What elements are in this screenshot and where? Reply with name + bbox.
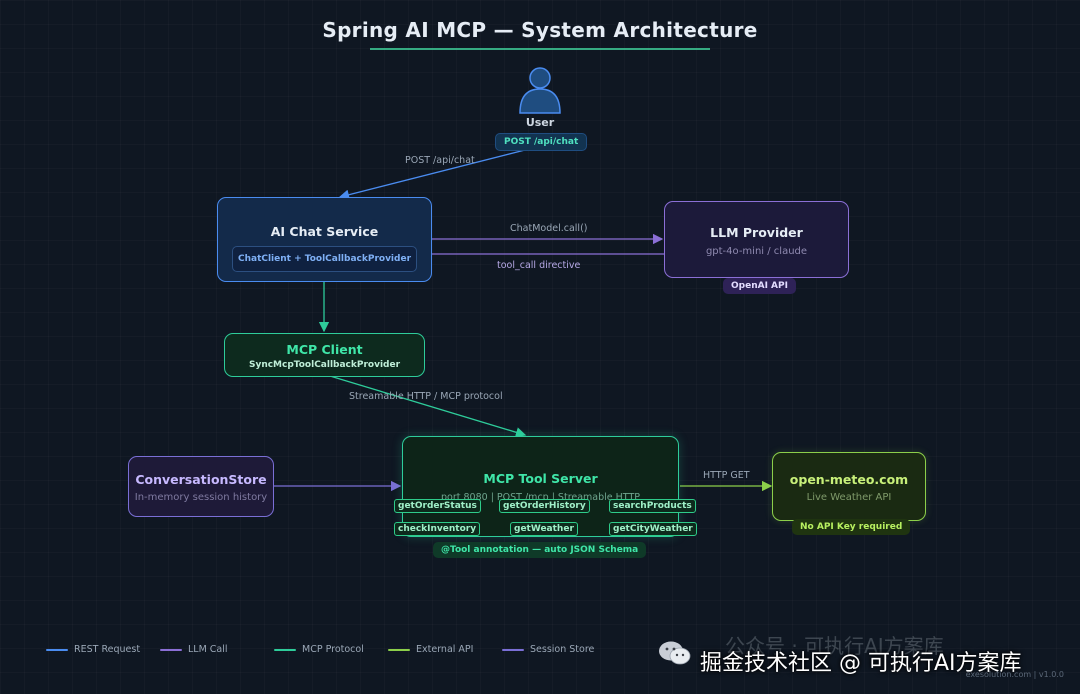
edge-label-user-to-chat: POST /api/chat	[405, 155, 475, 166]
footer-version: exesolution.com | v1.0.0	[965, 670, 1064, 679]
mcp-client-node[interactable]: MCP Client SyncMcpToolCallbackProvider	[224, 333, 425, 377]
open-meteo-badge: No API Key required	[792, 519, 911, 535]
tool-chip[interactable]: getOrderHistory	[499, 499, 590, 513]
edge-client-to-server	[329, 375, 527, 438]
legend-swatch	[388, 648, 410, 651]
title-underline	[370, 48, 710, 50]
ai-chat-service-title: AI Chat Service	[270, 224, 379, 239]
tool-chip[interactable]: getOrderStatus	[394, 499, 481, 513]
tool-chip[interactable]: getCityWeather	[609, 522, 697, 536]
mcp-tool-server-sub: port 8080 | POST /mcp | Streamable HTTP	[441, 492, 640, 503]
user-icon	[519, 67, 561, 114]
llm-provider-title: LLM Provider	[710, 225, 803, 240]
legend-swatch	[46, 648, 68, 651]
tool-chip[interactable]: getWeather	[510, 522, 578, 536]
conversation-store-node[interactable]: ConversationStore In-memory session hist…	[128, 456, 274, 517]
mcp-tool-server-title: MCP Tool Server	[483, 471, 598, 486]
llm-provider-badge: OpenAI API	[723, 278, 796, 294]
ai-chat-service-inner-text: ChatClient + ToolCallbackProvider	[237, 254, 412, 264]
ai-chat-service-node[interactable]: AI Chat Service ChatClient + ToolCallbac…	[217, 197, 432, 282]
legend-label: LLM Call	[188, 644, 228, 655]
open-meteo-title: open-meteo.com	[789, 472, 909, 487]
open-meteo-sub: Live Weather API	[806, 492, 892, 503]
tool-chip[interactable]: searchProducts	[609, 499, 696, 513]
ai-chat-service-inner: ChatClient + ToolCallbackProvider	[232, 246, 417, 272]
user-label: User	[525, 116, 555, 129]
legend-swatch	[160, 648, 182, 651]
conversation-store-title: ConversationStore	[135, 472, 267, 487]
legend-label: Session Store	[530, 644, 595, 655]
legend-item-external: External API	[388, 644, 473, 655]
legend-item-llm: LLM Call	[160, 644, 228, 655]
edge-label-client-to-server: Streamable HTTP / MCP protocol	[349, 391, 503, 402]
edge-user-to-chat	[338, 149, 526, 200]
llm-provider-models: gpt-4o-mini / claude	[705, 246, 808, 257]
tool-chip[interactable]: checkInventory	[394, 522, 481, 536]
legend-label: MCP Protocol	[302, 644, 364, 655]
legend-item-rest: REST Request	[46, 644, 140, 655]
edge-label-server-to-meteo: HTTP GET	[703, 470, 750, 481]
edge-label-llm-to-chat: tool_call directive	[497, 260, 581, 271]
legend-swatch	[502, 648, 524, 651]
open-meteo-node[interactable]: open-meteo.com Live Weather API	[772, 452, 926, 521]
wechat-icon	[659, 641, 691, 665]
legend-item-mcp: MCP Protocol	[274, 644, 364, 655]
mcp-tool-server-footer: @Tool annotation — auto JSON Schema	[433, 542, 647, 558]
legend-label: REST Request	[74, 644, 141, 655]
legend-item-session: Session Store	[502, 644, 594, 655]
diagram-title: Spring AI MCP — System Architecture	[322, 18, 758, 42]
edge-label-chat-to-llm: ChatModel.call()	[510, 223, 588, 234]
watermark-text: 掘金技术社区 @ 可执行AI方案库	[700, 651, 1022, 676]
legend-label: External API	[416, 644, 474, 655]
legend-swatch	[274, 648, 296, 651]
conversation-store-sub: In-memory session history	[134, 492, 268, 503]
user-endpoint-badge: POST /api/chat	[495, 133, 588, 151]
mcp-tool-server-node[interactable]: MCP Tool Server port 8080 | POST /mcp | …	[402, 436, 679, 537]
mcp-client-sub: SyncMcpToolCallbackProvider	[248, 360, 401, 370]
watermark-faint: 公众号 · 可执行AI方案库	[725, 634, 944, 658]
llm-provider-node[interactable]: LLM Provider gpt-4o-mini / claude	[664, 201, 849, 278]
mcp-client-title: MCP Client	[286, 342, 363, 357]
